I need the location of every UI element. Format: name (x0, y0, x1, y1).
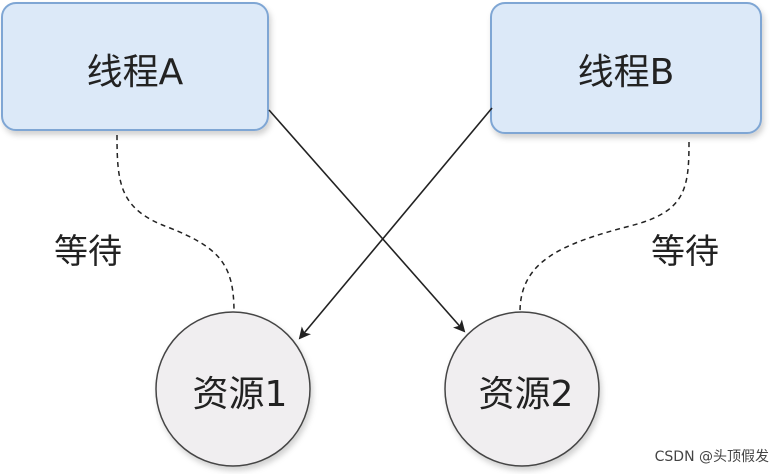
wait-connector-left (116, 134, 235, 313)
arrow-thread-b-to-resource-1 (298, 107, 493, 340)
thread-a-node: 线程A (1, 2, 269, 131)
resource-1-node: 资源1 (155, 311, 311, 467)
resource-1-label: 资源1 (193, 374, 288, 415)
resource-2-circle (444, 311, 600, 467)
thread-a-label: 线程A (87, 52, 184, 93)
thread-b-label: 线程B (578, 52, 675, 93)
thread-b-box (490, 2, 762, 134)
wait-label-left: 等待 (54, 232, 122, 272)
resource-1-circle (155, 311, 311, 467)
wait-label-right: 等待 (651, 232, 719, 272)
wait-connector-right (519, 141, 690, 313)
arrow-thread-a-to-resource-2 (268, 109, 466, 333)
watermark: CSDN @头顶假发 (654, 449, 769, 465)
resource-2-node: 资源2 (444, 311, 600, 467)
thread-a-box (1, 2, 269, 131)
resource-2-label: 资源2 (479, 374, 574, 415)
thread-b-node: 线程B (490, 2, 762, 134)
